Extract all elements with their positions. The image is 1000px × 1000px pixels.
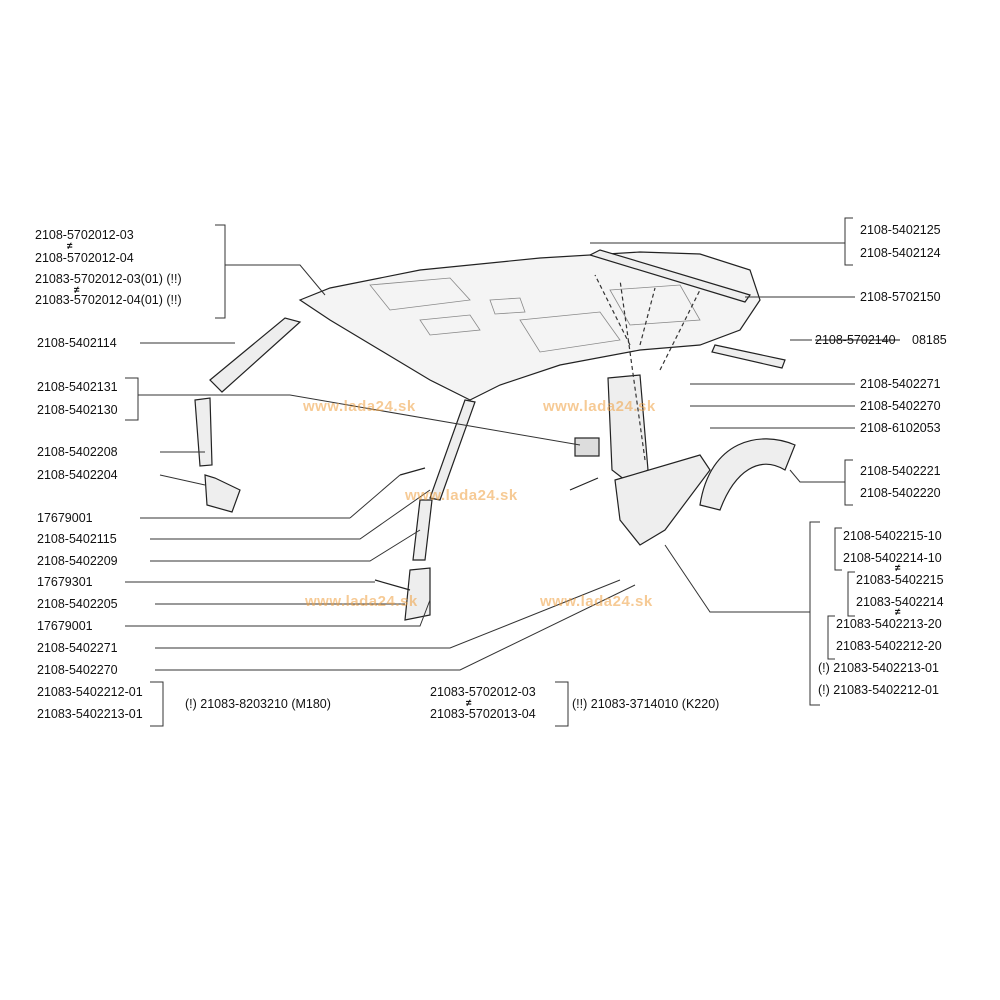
c-pillar-trim	[607, 374, 649, 481]
part-label: 2108-5402204	[37, 468, 118, 482]
watermark: www.lada24.sk	[405, 487, 518, 504]
part-label: 21083-5402214	[856, 595, 944, 609]
headliner-part	[298, 251, 761, 401]
part-label: 17679301	[37, 575, 93, 589]
part-label: 21083-5402212-20	[836, 639, 942, 653]
part-label: 2108-5402209	[37, 554, 118, 568]
part-label: 21083-5402215	[856, 573, 944, 587]
part-label: 2108-5402125	[860, 223, 941, 237]
not-equal-mark: ≠	[895, 607, 901, 618]
part-label: 2108-5402221	[860, 464, 941, 478]
part-label: 2108-5402205	[37, 597, 118, 611]
watermark: www.lada24.sk	[543, 398, 656, 415]
not-equal-mark: ≠	[466, 698, 472, 709]
note-label: 21083-5702012-03	[430, 685, 536, 699]
part-label: 2108-5702012-04	[35, 251, 134, 265]
watermark: www.lada24.sk	[303, 398, 416, 415]
pillar-trim-lower	[204, 474, 241, 513]
part-label: 2108-5402215-10	[843, 529, 942, 543]
part-label: 17679001	[37, 619, 93, 633]
rear-roof-strip	[588, 249, 751, 303]
pillar-trim-upper	[194, 397, 213, 467]
part-label: 21083-5702012-04(01) (!!)	[35, 293, 182, 307]
note-label: 21083-5402213-01	[37, 707, 143, 721]
part-label: 2108-5402271	[860, 377, 941, 391]
part-label: (!) 21083-5402212-01	[818, 683, 939, 697]
note-label: 21083-5402212-01	[37, 685, 143, 699]
part-label: 2108-5402124	[860, 246, 941, 260]
part-label-struck: 2108-5702140	[815, 333, 896, 347]
part-label: 2108-5402270	[37, 663, 118, 677]
part-label: (!) 21083-5402213-01	[818, 661, 939, 675]
coat-hook	[574, 437, 600, 457]
part-label: 2108-5402270	[860, 399, 941, 413]
part-label: 2108-5402220	[860, 486, 941, 500]
part-label: 2108-6102053	[860, 421, 941, 435]
wheel-arch-trim	[699, 438, 796, 511]
rear-side-panel	[614, 454, 711, 546]
part-label: 2108-5702150	[860, 290, 941, 304]
watermark: www.lada24.sk	[305, 593, 418, 610]
note-text: (!!) 21083-3714010 (K220)	[572, 697, 720, 711]
part-label: 2108-5402271	[37, 641, 118, 655]
part-label: 2108-5402130	[37, 403, 118, 417]
center-pillar	[429, 399, 476, 501]
part-label: 2108-5402214-10	[843, 551, 942, 565]
part-label: 2108-5402131	[37, 380, 118, 394]
not-equal-mark: ≠	[74, 285, 80, 296]
not-equal-mark: ≠	[67, 241, 73, 252]
note-label: 21083-5702013-04	[430, 707, 536, 721]
part-label: 08185	[912, 333, 947, 347]
not-equal-mark: ≠	[895, 563, 901, 574]
part-label: 2108-5402208	[37, 445, 118, 459]
part-label: 2108-5702012-03	[35, 228, 134, 242]
watermark: www.lada24.sk	[540, 593, 653, 610]
part-label: 21083-5402213-20	[836, 617, 942, 631]
rear-seal	[711, 344, 786, 369]
part-label: 17679001	[37, 511, 93, 525]
part-label: 21083-5702012-03(01) (!!)	[35, 272, 182, 286]
a-pillar-trim	[209, 317, 302, 393]
part-label: 2108-5402114	[37, 336, 117, 350]
part-label: 2108-5402115	[37, 532, 117, 546]
note-text: (!) 21083-8203210 (M180)	[185, 697, 331, 711]
